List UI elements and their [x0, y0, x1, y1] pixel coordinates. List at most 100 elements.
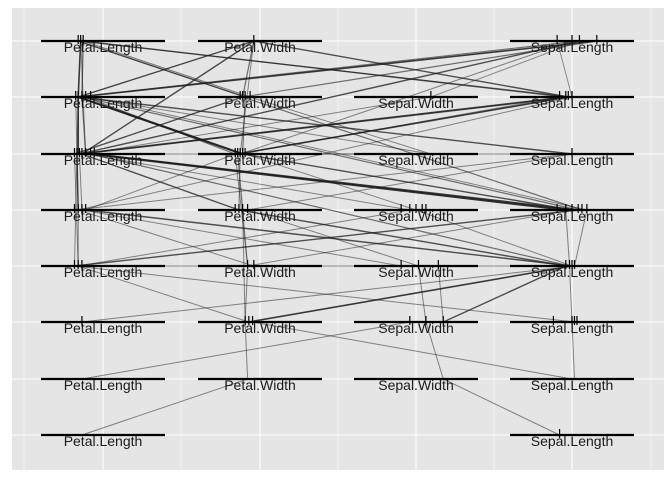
edge [253, 40, 569, 98]
node-pw1: Petal.Width [198, 35, 322, 55]
edge [81, 321, 410, 380]
edge [242, 40, 255, 98]
node-sl2: Sepal.Length [510, 91, 634, 111]
edge [85, 153, 236, 211]
node-label: Petal.Width [224, 320, 296, 336]
node-label: Petal.Length [64, 39, 143, 55]
node-label: Sepal.Width [378, 95, 453, 111]
node-label: Sepal.Width [378, 377, 453, 393]
edge [573, 209, 588, 267]
node-label: Sepal.Width [378, 320, 453, 336]
node-pl5: Petal.Length [41, 260, 165, 280]
node-label: Petal.Length [64, 95, 143, 111]
edge [242, 96, 246, 155]
edge [247, 209, 419, 267]
edge [78, 153, 83, 211]
edge [85, 96, 431, 155]
node-label: Petal.Width [224, 208, 296, 224]
edge [247, 153, 573, 211]
edge [237, 153, 244, 211]
node-label: Sepal.Length [531, 152, 614, 168]
node-label: Petal.Width [224, 95, 296, 111]
edge [81, 265, 575, 323]
edge [249, 96, 432, 155]
node-label: Petal.Width [224, 264, 296, 280]
edge [443, 378, 560, 436]
node-label: Petal.Width [224, 377, 296, 393]
edge [571, 321, 575, 380]
node-pw5: Petal.Width [198, 260, 322, 280]
edge [73, 96, 79, 267]
node-label: Petal.Width [224, 39, 296, 55]
node-label: Petal.Length [64, 320, 143, 336]
edge [425, 321, 444, 380]
edge [252, 321, 573, 380]
node-label: Sepal.Length [531, 433, 614, 449]
edge [240, 96, 560, 155]
edge [238, 209, 566, 267]
edge [94, 153, 579, 211]
node-sw3: Sepal.Width [354, 152, 478, 168]
edge [81, 40, 84, 98]
node-label: Sepal.Length [531, 95, 614, 111]
edge [85, 153, 410, 211]
edge [78, 209, 254, 267]
node-label: Sepal.Width [378, 208, 453, 224]
edge-layer [73, 40, 597, 436]
node-pl7: Petal.Length [41, 377, 165, 393]
node-label: Sepal.Length [531, 264, 614, 280]
edge [565, 209, 571, 267]
edge [76, 153, 79, 211]
edge [79, 40, 580, 155]
node-sw2: Sepal.Width [354, 91, 478, 111]
edge [415, 209, 573, 267]
node-sl6: Sepal.Length [510, 316, 634, 336]
node-label: Petal.Length [64, 264, 143, 280]
node-pw4: Petal.Width [198, 204, 322, 224]
node-label: Petal.Length [64, 208, 143, 224]
edge [238, 153, 241, 211]
edge [248, 265, 573, 323]
edge [74, 153, 573, 211]
node-sw4: Sepal.Width [354, 204, 478, 224]
edge [75, 40, 580, 98]
node-pw3: Petal.Width [198, 148, 322, 168]
edge [437, 265, 444, 323]
node-label: Sepal.Length [531, 208, 614, 224]
edge [430, 40, 580, 98]
node-sw6: Sepal.Width [354, 316, 478, 336]
node-sl4: Sepal.Length [510, 204, 634, 224]
node-label: Petal.Width [224, 152, 296, 168]
node-label: Sepal.Length [531, 377, 614, 393]
node-pl4: Petal.Length [41, 204, 165, 224]
edge [77, 40, 255, 98]
node-sl1: Sepal.Length [510, 35, 634, 55]
node-pw2: Petal.Width [198, 91, 322, 111]
node-label: Sepal.Length [531, 320, 614, 336]
node-label: Sepal.Width [378, 152, 453, 168]
edge [81, 40, 255, 155]
node-sw7: Sepal.Width [354, 377, 478, 393]
edge [81, 96, 87, 155]
node-sl7: Sepal.Length [510, 377, 634, 393]
node-sw5: Sepal.Width [354, 260, 478, 280]
edge [77, 40, 82, 98]
edge [78, 209, 410, 267]
edge [74, 209, 579, 267]
node-pl8: Petal.Length [41, 433, 165, 449]
edge [81, 96, 573, 155]
node-pl2: Petal.Length [41, 91, 165, 111]
node-label: Sepal.Width [378, 264, 453, 280]
node-sl5: Sepal.Length [510, 260, 634, 280]
node-label: Petal.Length [64, 377, 143, 393]
edge [417, 265, 427, 323]
node-label: Petal.Length [64, 152, 143, 168]
edge [569, 265, 573, 323]
node-sl8: Sepal.Length [510, 429, 634, 449]
edge [74, 96, 243, 155]
node-pw6: Petal.Width [198, 316, 322, 336]
edge [556, 40, 573, 98]
edge [90, 153, 570, 267]
node-label: Petal.Length [64, 433, 143, 449]
